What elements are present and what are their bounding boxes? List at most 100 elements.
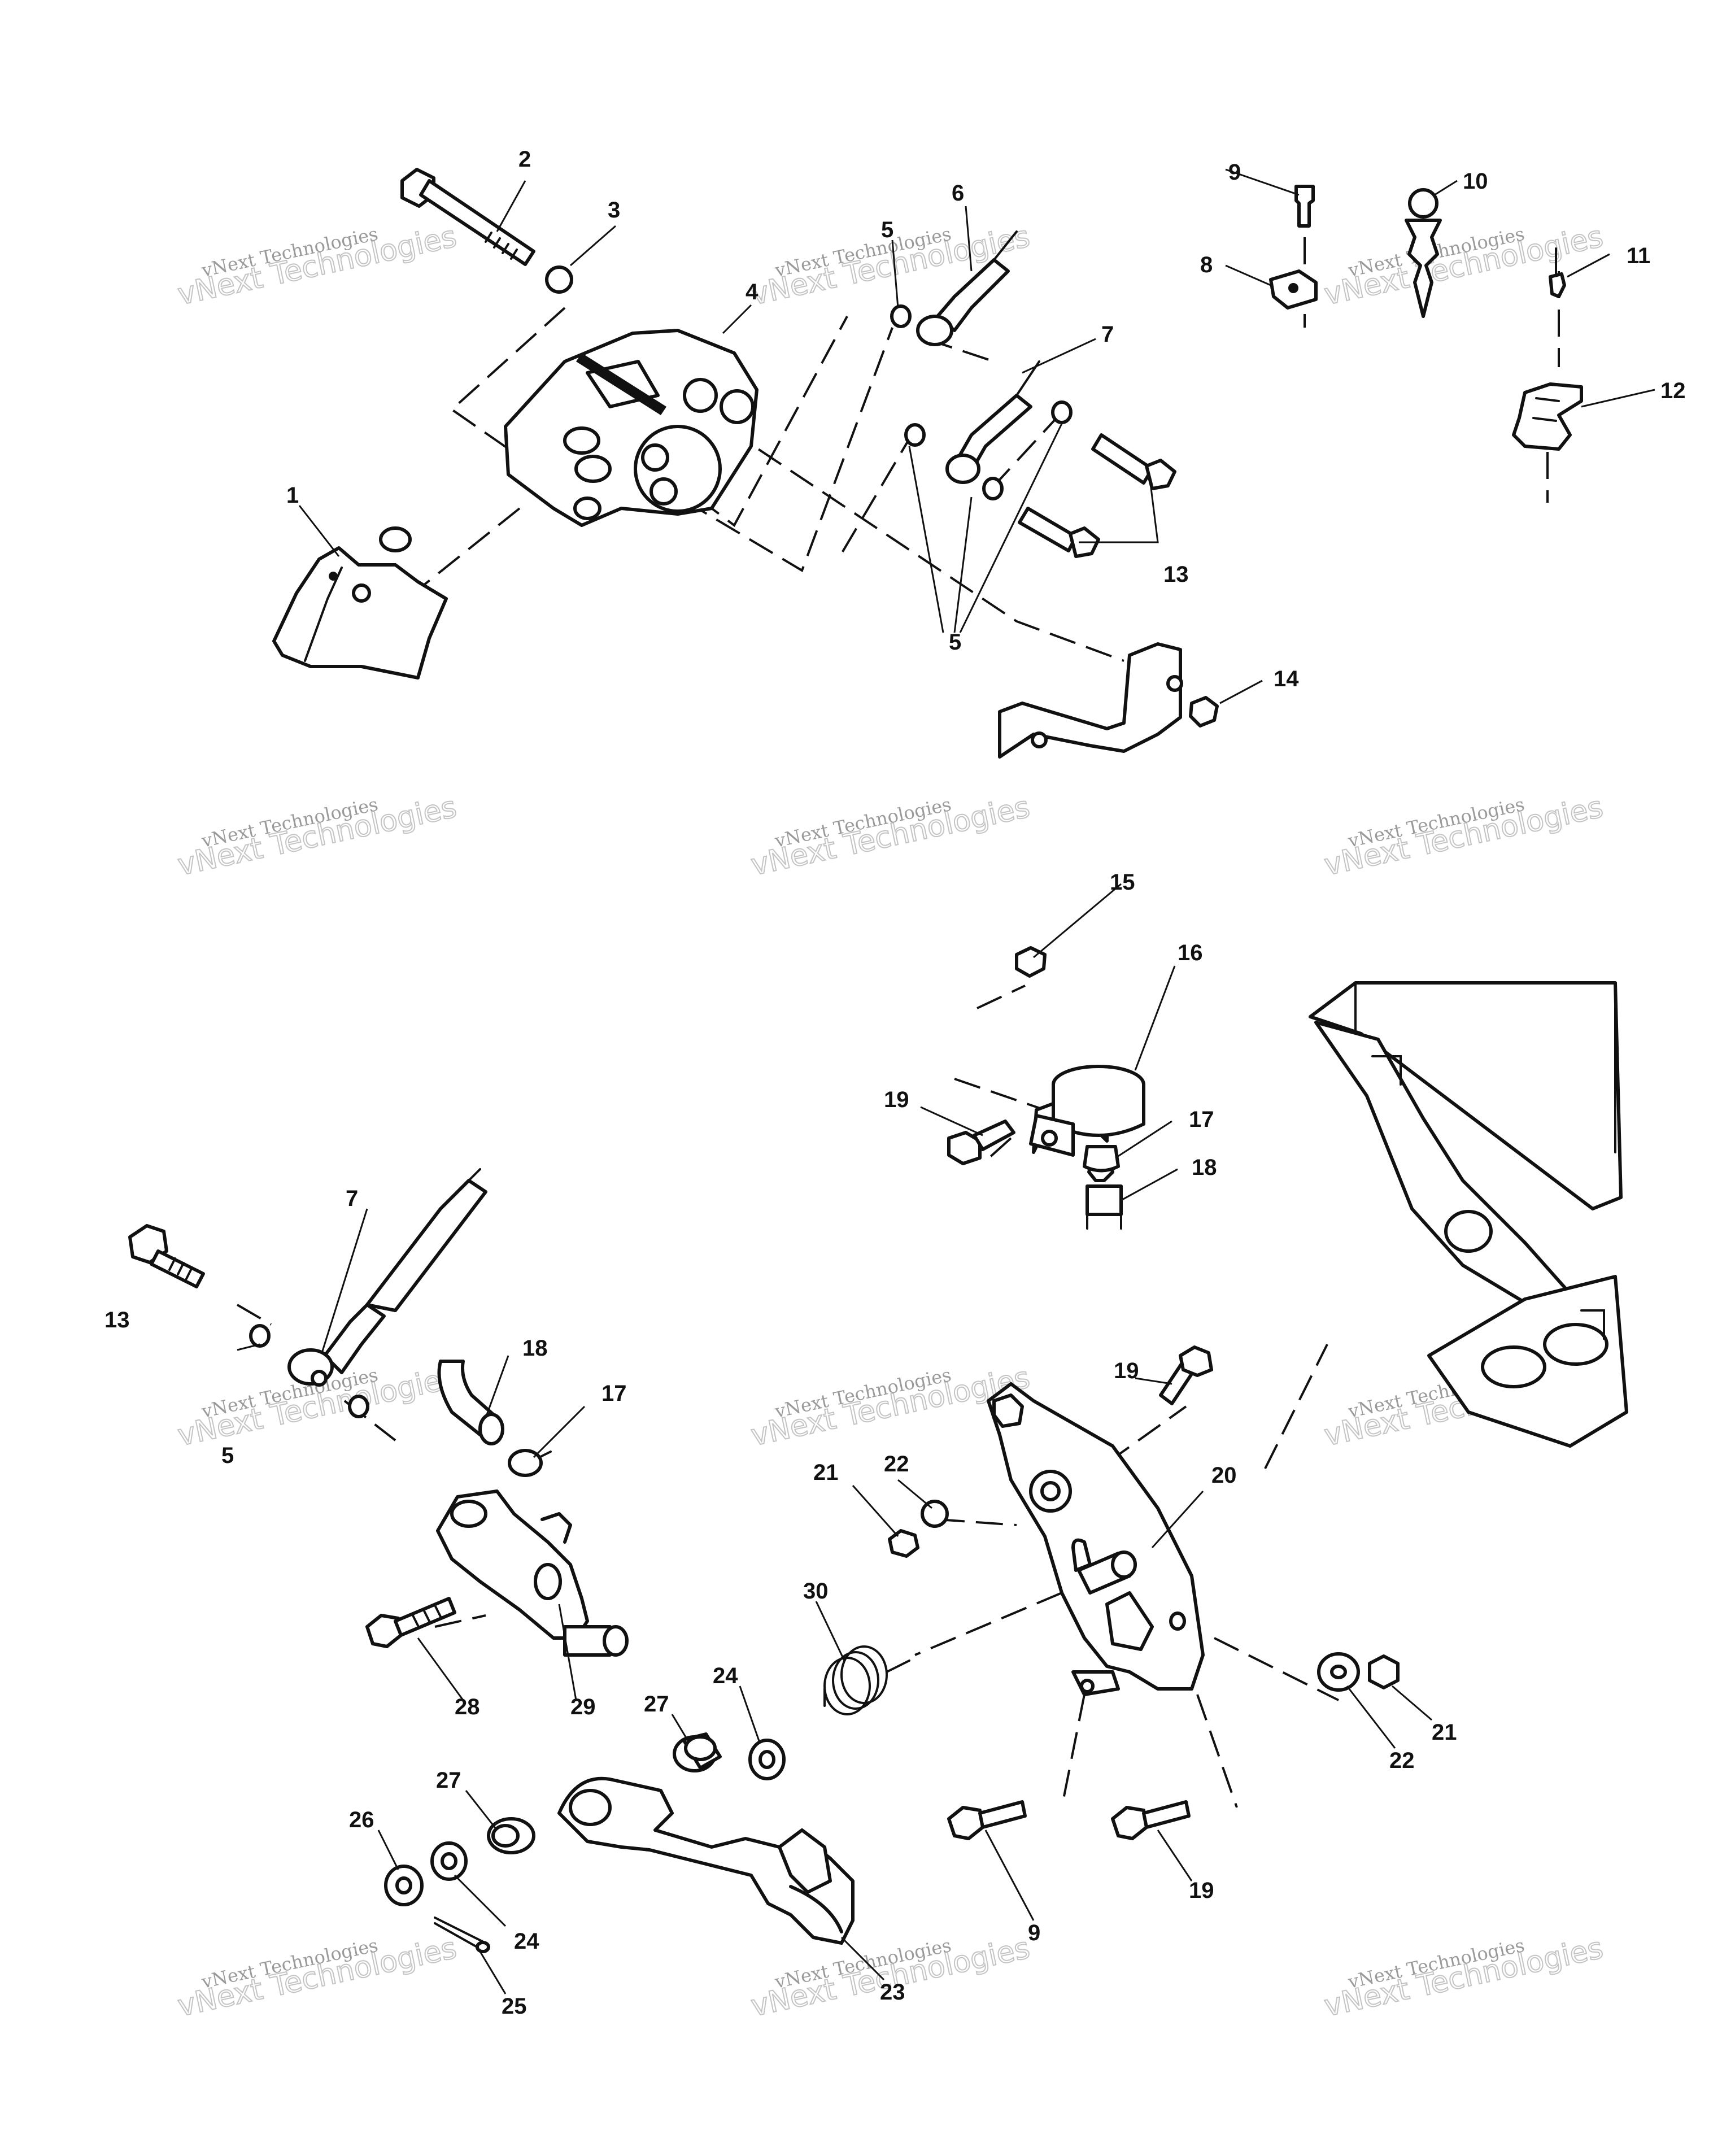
callout-16: 16 — [1178, 940, 1203, 965]
callout-20: 20 — [1211, 1463, 1237, 1488]
pedal-washer-hole — [441, 1852, 457, 1870]
callout-17: 17 — [601, 1381, 627, 1406]
banjo-washer — [890, 304, 912, 328]
master-cylinder-bolt — [365, 1597, 456, 1648]
brake-line-upper — [916, 230, 1018, 346]
clamp-screw — [1294, 185, 1315, 228]
bracket-bolt-lower — [947, 1800, 1027, 1840]
assembly-line — [954, 1078, 1045, 1111]
callout-4: 4 — [746, 280, 758, 304]
watermark: vNext Technologies vNext Technologies — [748, 790, 1034, 883]
callout-22: 22 — [1389, 1748, 1415, 1773]
assembly-line — [236, 1304, 272, 1326]
callout-12: 12 — [1660, 378, 1686, 403]
assembly-line — [694, 406, 1124, 662]
push-rivet — [1405, 188, 1442, 318]
callout-23: 23 — [880, 1980, 905, 2005]
callout-27: 27 — [436, 1768, 461, 1793]
caliper-washer — [545, 265, 573, 294]
master-cylinder-hose — [437, 1360, 504, 1445]
return-spring — [823, 1645, 910, 1715]
callout-29: 29 — [570, 1695, 596, 1719]
vehicle-frame — [1309, 981, 1628, 1448]
watermark: vNext Technologies vNext Technologies — [175, 1931, 460, 2024]
callout-5: 5 — [949, 630, 961, 655]
callout-13: 13 — [1163, 562, 1189, 587]
cotter-pin — [434, 1917, 490, 1953]
bracket-washer-hole — [1330, 1665, 1347, 1679]
callout-5: 5 — [221, 1443, 234, 1468]
banjo-washer — [904, 423, 926, 447]
pedal-washer-hole — [758, 1750, 775, 1769]
callout-1: 1 — [286, 483, 299, 508]
banjo-bolt-lower — [128, 1224, 205, 1288]
banjo-washer-lower — [249, 1324, 271, 1348]
banjo-bolt — [1018, 507, 1100, 558]
hose-clamp — [1083, 1145, 1120, 1173]
callout-22: 22 — [884, 1452, 909, 1476]
assembly-line — [982, 1137, 1012, 1165]
watermark: vNext Technologies vNext Technologies — [175, 219, 460, 312]
callout-24: 24 — [514, 1929, 539, 1954]
watermark: vNext Technologies vNext Technologies — [175, 790, 460, 883]
assembly-line — [1264, 1344, 1328, 1469]
brake-line-lower — [287, 1168, 487, 1387]
reservoir-assembly — [947, 946, 1145, 1230]
callout-18: 18 — [522, 1336, 548, 1361]
pedal-washer-hole — [395, 1876, 412, 1894]
callout-9: 9 — [1028, 1920, 1040, 1945]
banjo-bolt — [1091, 433, 1176, 490]
callout-27: 27 — [644, 1692, 669, 1717]
watermark: vNext Technologies vNext Technologies — [1321, 790, 1607, 883]
callout-26: 26 — [349, 1807, 374, 1832]
watermark: vNext Technologies vNext Technologies — [1321, 1931, 1607, 2024]
callout-19: 19 — [1114, 1358, 1139, 1383]
callout-19: 19 — [884, 1087, 909, 1112]
callout-7: 7 — [346, 1186, 358, 1211]
hose-clamp-lower — [508, 1449, 552, 1477]
callout-5: 5 — [881, 217, 893, 242]
callout-9: 9 — [1228, 160, 1241, 185]
callout-17: 17 — [1189, 1107, 1214, 1132]
leader-lines — [237, 168, 1655, 1994]
assembly-line — [434, 1614, 486, 1628]
master-cylinder — [436, 1489, 629, 1657]
callout-labels: 2 3 4 1 5 6 7 8 9 10 11 12 13 5 14 15 16… — [104, 147, 1686, 2019]
caliper-nut — [1189, 696, 1219, 728]
reservoir-hose — [1086, 1184, 1123, 1216]
callout-28: 28 — [455, 1695, 480, 1719]
pedal-bushing — [487, 1817, 535, 1854]
hose-guide — [1512, 382, 1583, 451]
pad-pin — [379, 526, 412, 552]
bracket-washer — [921, 1500, 949, 1528]
assembly-line — [937, 1518, 1017, 1526]
brake-caliper — [504, 329, 758, 527]
brake-line-middle — [945, 360, 1040, 484]
callout-3: 3 — [608, 198, 620, 223]
cable-tie — [1549, 247, 1566, 298]
caliper-assembly — [272, 168, 1583, 759]
pedal-bushing — [673, 1732, 722, 1772]
callout-14: 14 — [1274, 667, 1299, 691]
pedal-bracket — [987, 1382, 1205, 1696]
callout-18: 18 — [1192, 1155, 1217, 1180]
assembly-line — [406, 507, 521, 600]
assembly-line — [914, 1592, 1062, 1656]
line-clamp — [1269, 269, 1318, 310]
callout-19: 19 — [1189, 1878, 1214, 1903]
callout-30: 30 — [803, 1579, 829, 1604]
bracket-nut — [1368, 1654, 1400, 1689]
callout-8: 8 — [1200, 252, 1213, 277]
banjo-washer — [1051, 400, 1073, 424]
bracket-bolt — [1159, 1345, 1213, 1405]
callout-15: 15 — [1110, 870, 1135, 895]
callout-6: 6 — [952, 181, 964, 206]
assembly-line — [840, 428, 916, 555]
brake-pedal — [557, 1776, 855, 1945]
callout-21: 21 — [813, 1460, 839, 1485]
banjo-washer — [982, 477, 1004, 500]
callout-2: 2 — [518, 147, 531, 172]
bracket-bolt-lower — [1111, 1800, 1191, 1840]
banjo-washer-lower — [348, 1395, 369, 1418]
